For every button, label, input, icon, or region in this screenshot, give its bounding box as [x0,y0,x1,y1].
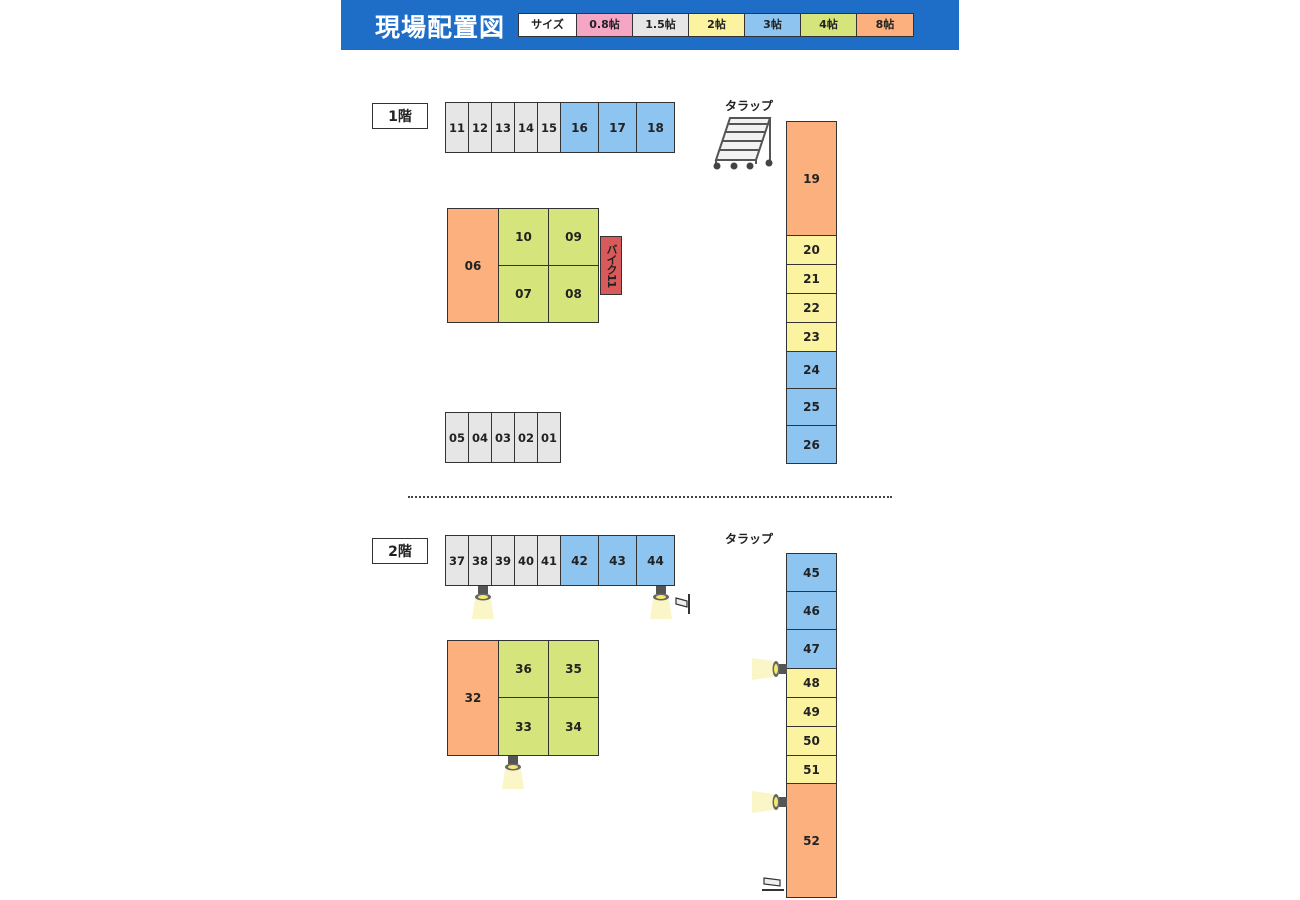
unit-26[interactable]: 26 [786,425,837,464]
unit-03[interactable]: 03 [491,412,515,463]
light-icon [650,586,672,619]
unit-39[interactable]: 39 [491,535,515,586]
light-icon [752,791,787,813]
legend-3: 3帖 [745,14,801,36]
unit-11[interactable]: 11 [445,102,469,153]
camera-icon [762,877,784,891]
unit-05[interactable]: 05 [445,412,469,463]
unit-14[interactable]: 14 [514,102,538,153]
unit-51[interactable]: 51 [786,755,837,784]
unit-40[interactable]: 40 [514,535,538,586]
unit-52[interactable]: 52 [786,783,837,898]
floor-1-label: 1階 [372,103,428,129]
camera-icon [675,594,690,614]
page-title: 現場配置図 [375,13,506,42]
unit-45[interactable]: 45 [786,553,837,592]
unit-25[interactable]: 25 [786,388,837,426]
unit-48[interactable]: 48 [786,668,837,698]
floor-2-label: 2階 [372,538,428,564]
unit-34[interactable]: 34 [548,697,599,756]
unit-08[interactable]: 08 [548,265,599,323]
unit-23[interactable]: 23 [786,322,837,352]
unit-19[interactable]: 19 [786,121,837,236]
unit-32[interactable]: 32 [447,640,499,756]
unit-41[interactable]: 41 [537,535,561,586]
unit-15[interactable]: 15 [537,102,561,153]
floor-divider [408,496,892,498]
unit-47[interactable]: 47 [786,629,837,669]
unit-35[interactable]: 35 [548,640,599,698]
light-icon [472,586,494,619]
legend-4: 4帖 [801,14,857,36]
unit-18[interactable]: 18 [636,102,675,153]
unit-38[interactable]: 38 [468,535,492,586]
legend-size-label: サイズ [519,14,577,36]
stairs-icon [713,117,773,170]
unit-01[interactable]: 01 [537,412,561,463]
light-icon [752,658,787,680]
unit-20[interactable]: 20 [786,235,837,265]
unit-22[interactable]: 22 [786,293,837,323]
unit-12[interactable]: 12 [468,102,492,153]
legend-1-5: 1.5帖 [633,14,689,36]
stairs-label-1f: タラップ [725,99,774,113]
unit-49[interactable]: 49 [786,697,837,727]
light-icon [502,756,524,789]
unit-07[interactable]: 07 [498,265,549,323]
unit-50[interactable]: 50 [786,726,837,756]
unit-02[interactable]: 02 [514,412,538,463]
unit-10[interactable]: 10 [498,208,549,266]
unit-bike-11[interactable]: バイク11 [600,236,622,295]
unit-37[interactable]: 37 [445,535,469,586]
unit-36[interactable]: 36 [498,640,549,698]
unit-46[interactable]: 46 [786,591,837,630]
unit-13[interactable]: 13 [491,102,515,153]
unit-43[interactable]: 43 [598,535,637,586]
unit-09[interactable]: 09 [548,208,599,266]
unit-16[interactable]: 16 [560,102,599,153]
unit-24[interactable]: 24 [786,351,837,389]
legend-2: 2帖 [689,14,745,36]
unit-17[interactable]: 17 [598,102,637,153]
legend-0-8: 0.8帖 [577,14,633,36]
unit-33[interactable]: 33 [498,697,549,756]
legend-8: 8帖 [857,14,913,36]
unit-21[interactable]: 21 [786,264,837,294]
unit-06[interactable]: 06 [447,208,499,323]
stairs-label-2f: タラップ [725,532,774,546]
unit-42[interactable]: 42 [560,535,599,586]
size-legend: サイズ 0.8帖 1.5帖 2帖 3帖 4帖 8帖 [518,13,914,37]
unit-44[interactable]: 44 [636,535,675,586]
header-bar: 現場配置図 サイズ 0.8帖 1.5帖 2帖 3帖 4帖 8帖 [341,0,959,50]
unit-04[interactable]: 04 [468,412,492,463]
